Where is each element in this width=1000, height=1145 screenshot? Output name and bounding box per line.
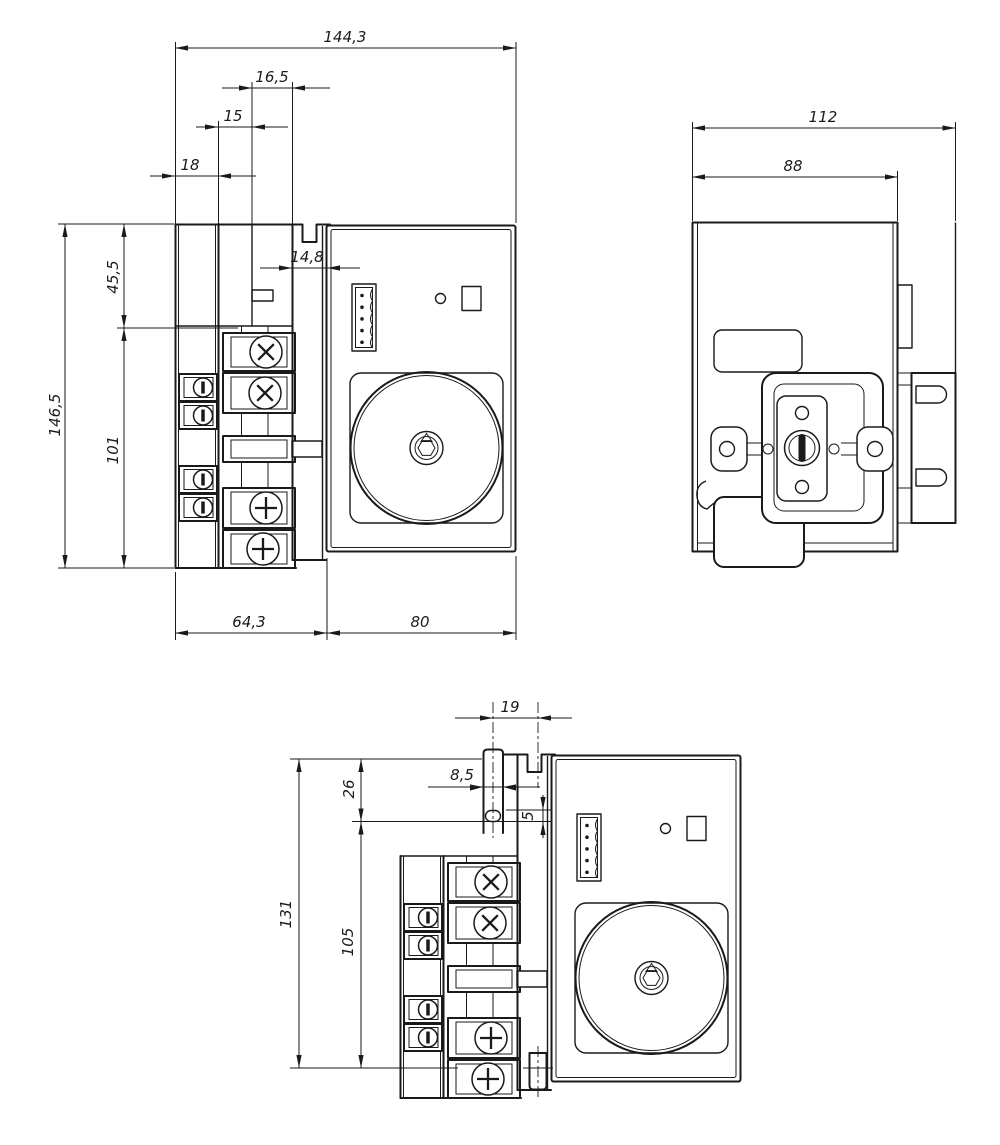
- dim-label-top-to-slot: 26: [340, 779, 358, 798]
- dim-tab-offset: 16,5: [222, 68, 330, 224]
- led-indicator: [434, 292, 447, 305]
- dim-overall-depth: 112: [692, 108, 956, 221]
- terminal-spacer: [222, 435, 323, 463]
- mounting-ear-right: [856, 426, 894, 472]
- plate-hole: [794, 479, 810, 495]
- dim-label-overall-depth: 112: [809, 108, 838, 126]
- dim-din-offset: 15: [196, 107, 288, 224]
- dim-label-tab-slot-pitch: 19: [500, 698, 519, 716]
- dim-tab-width: 8,5: [428, 766, 540, 791]
- bottom-view-extras: [482, 702, 553, 1100]
- dim-label-mounting-span-total: 131: [277, 900, 295, 929]
- main-terminal-blocks: [222, 332, 323, 569]
- dim-label-upper-section: 45,5: [104, 260, 122, 293]
- dim-label-module-width: 80: [410, 613, 429, 631]
- timer-dial: [349, 371, 504, 525]
- front-view-upper: [174, 223, 294, 327]
- dim-overall-width: 144,3: [175, 28, 517, 223]
- terminal-block: [222, 487, 296, 529]
- dim-module-width: 80: [327, 556, 517, 640]
- center-shaft: [783, 429, 821, 467]
- bottom-view-dimensions: 19 8,5 26 131: [277, 698, 572, 1069]
- dim-left-section: 18: [150, 156, 256, 179]
- din-mechanism: [696, 372, 894, 524]
- dim-label-mounting-span-lower: 105: [339, 928, 357, 957]
- dim-label-housing-depth: 88: [783, 157, 802, 175]
- release-hook: [696, 480, 715, 510]
- dim-label-tab-width: 8,5: [450, 766, 474, 784]
- dim-mounting-span-total: 131: [277, 759, 458, 1069]
- din-wing: [291, 223, 331, 561]
- pin-connector: [351, 283, 377, 352]
- dim-slot-height: 5: [506, 795, 552, 838]
- side-view-dimensions: 112 88: [692, 108, 956, 221]
- dim-label-din-offset: 15: [223, 107, 242, 125]
- dim-label-overall-width: 144,3: [324, 28, 367, 46]
- side-terminal: [178, 493, 218, 522]
- retracted-mounting-tab: [251, 289, 274, 302]
- switch-window: [461, 285, 482, 312]
- dim-label-lower-section: 101: [104, 436, 122, 465]
- back-view-device: [691, 221, 957, 568]
- din-clip-upper: [713, 329, 803, 373]
- front-view-dimensions: 144,3 16,5 15 18: [46, 28, 517, 640]
- dim-label-slot-height: 5: [519, 811, 537, 821]
- dim-label-rail-offset: 14,8: [290, 248, 323, 266]
- mounting-ear-left: [710, 426, 748, 472]
- terminal-block: [222, 372, 296, 414]
- pin-hole: [762, 443, 774, 455]
- plate-hole: [794, 405, 810, 421]
- side-terminal: [178, 401, 218, 430]
- side-terminal-blocks: [178, 373, 218, 522]
- dim-overall-height: 146,5: [46, 223, 174, 569]
- dial-knob: [409, 430, 444, 466]
- dim-top-to-slot: 26: [290, 758, 552, 822]
- pin-hole: [828, 443, 840, 455]
- dim-label-tab-offset: 16,5: [255, 68, 288, 86]
- device-front-view: [174, 223, 517, 569]
- terminal-block: [222, 529, 296, 569]
- side-terminal: [178, 465, 218, 494]
- dim-tab-slot-pitch: 19: [455, 698, 572, 721]
- front-module: [325, 224, 517, 553]
- back-right-plate: [897, 222, 957, 524]
- device-bottom-view: [398, 752, 743, 1100]
- dim-housing-depth: 88: [692, 157, 898, 221]
- dim-terminal-width: 64,3: [175, 558, 328, 640]
- dim-lower-section: 101: [104, 328, 127, 568]
- dim-upper-section: 45,5: [104, 224, 238, 329]
- dim-label-left-section: 18: [180, 156, 199, 174]
- plug-slot: [915, 468, 948, 487]
- dim-label-terminal-width: 64,3: [232, 613, 265, 631]
- side-terminal: [178, 373, 218, 402]
- dim-rail-offset: 14,8: [260, 248, 360, 271]
- plug-slot: [915, 385, 948, 404]
- terminal-block: [222, 332, 296, 372]
- dim-mounting-span-lower: 105: [339, 821, 364, 1068]
- dim-label-overall-height: 146,5: [46, 394, 64, 437]
